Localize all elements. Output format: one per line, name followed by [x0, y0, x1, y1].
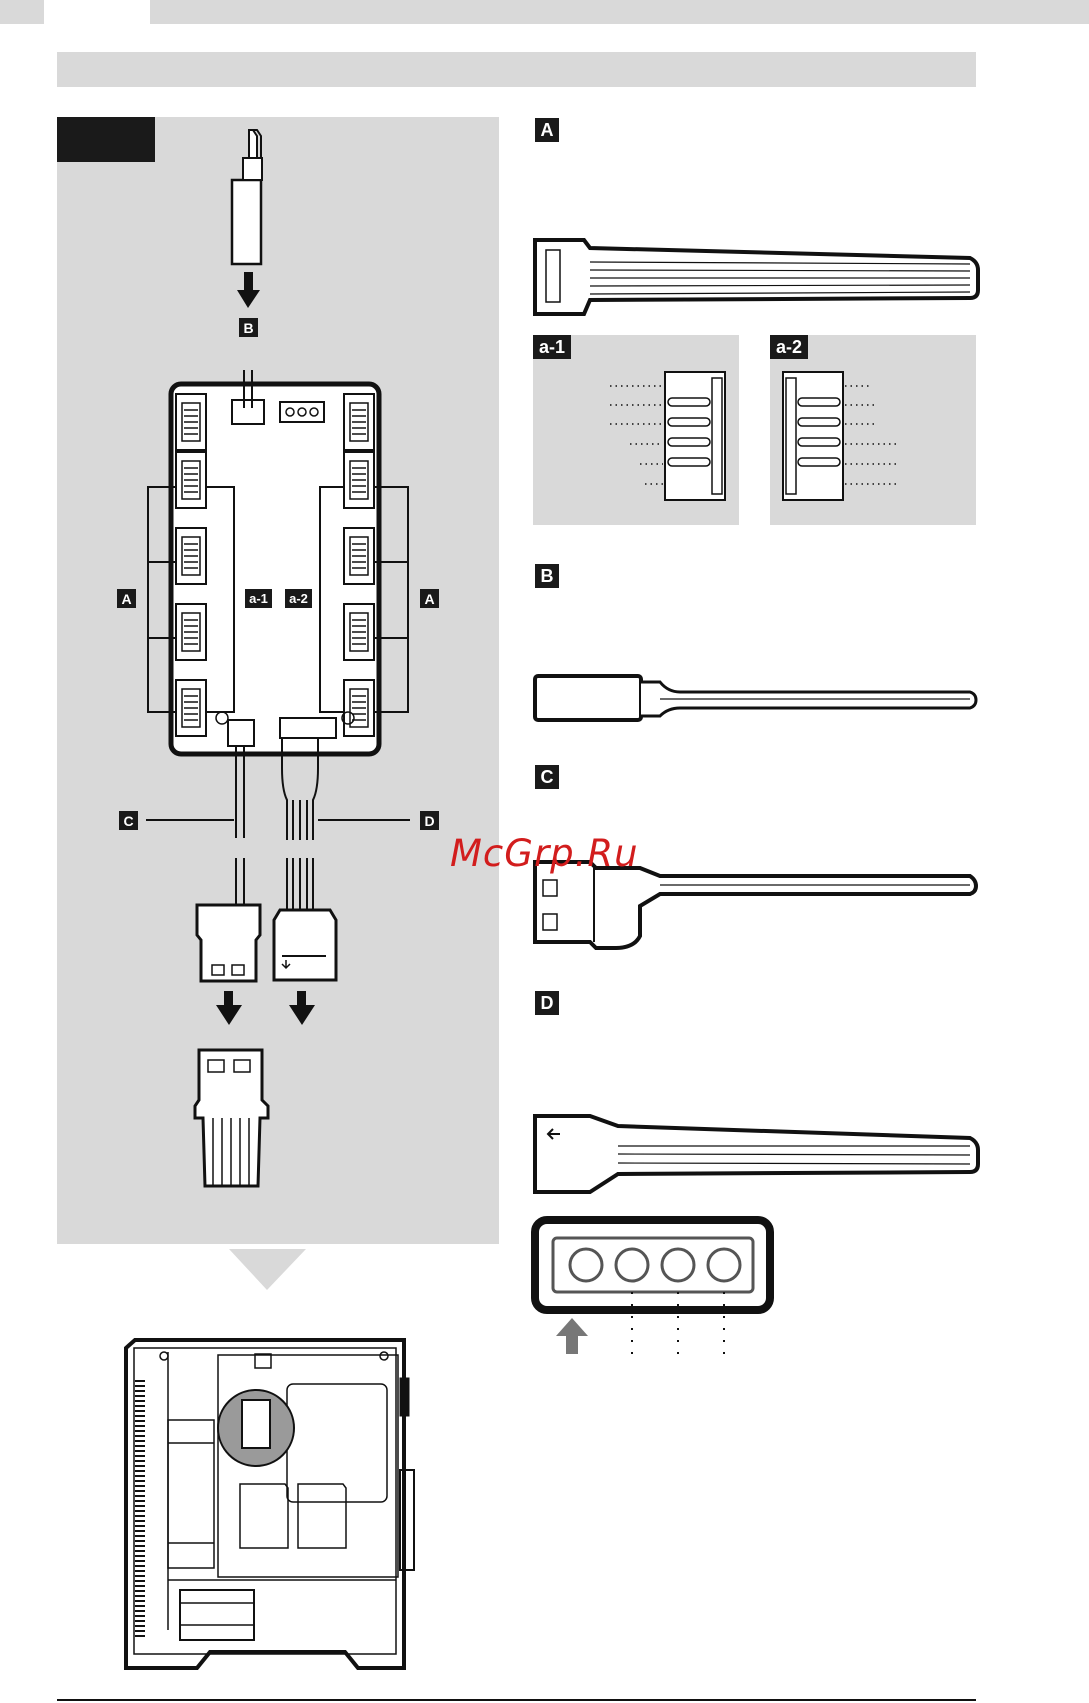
d-pinout: [535, 1220, 770, 1362]
psu-receptacle: [195, 1050, 268, 1186]
down-arrow-triangle: [229, 1249, 306, 1290]
label-a-section: A: [535, 118, 559, 142]
a2-pinout: [783, 372, 900, 500]
label-a2-hub: a-2: [285, 589, 312, 608]
label-a1-section: a-1: [533, 335, 571, 359]
c-plug: [197, 905, 260, 1025]
b-plug-top: [232, 130, 262, 308]
label-a2-section: a-2: [770, 335, 808, 359]
label-b-section: B: [535, 564, 559, 588]
d-cable-illustration: [535, 1116, 978, 1192]
label-a-left: A: [117, 589, 136, 608]
label-d-section: D: [535, 991, 559, 1015]
hub: [171, 370, 379, 754]
pc-case: [126, 1340, 414, 1668]
label-a-right: A: [420, 589, 439, 608]
label-c-section: C: [535, 765, 559, 789]
label-b-top: B: [239, 318, 258, 337]
b-cable-illustration: [535, 676, 976, 720]
d-cable: [282, 738, 410, 910]
a1-pinout: [610, 372, 725, 500]
label-a1-hub: a-1: [245, 589, 272, 608]
c-cable: [146, 746, 244, 905]
watermark: McGrp.Ru: [450, 832, 639, 875]
label-c-left: C: [119, 811, 138, 830]
d-plug: [274, 910, 336, 1025]
a-cable-illustration: [535, 240, 978, 314]
label-d-left: D: [420, 811, 439, 830]
